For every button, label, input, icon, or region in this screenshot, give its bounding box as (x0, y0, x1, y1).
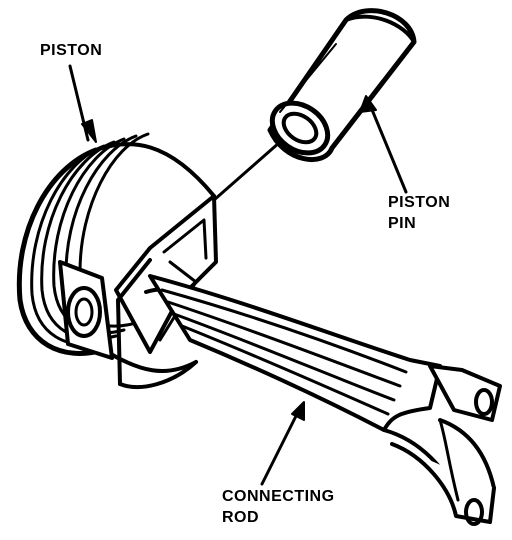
piston (16, 132, 218, 389)
piston-pin-label-line2: PIN (388, 215, 417, 232)
leader-arrows (68, 64, 408, 486)
piston-label-text: PISTON (40, 42, 103, 59)
pin-alignment-line (212, 140, 282, 202)
rod-leader-arrow (260, 406, 302, 486)
piston-label: PISTON (40, 40, 102, 61)
piston-pin-label-line1: PISTON (388, 194, 451, 211)
connecting-rod (144, 274, 502, 526)
big-end-bolt-hole-upper (474, 388, 494, 416)
piston-pin-leader-arrow (366, 98, 408, 194)
connecting-rod-label: CONNECTING ROD (222, 486, 335, 528)
piston-pin (267, 8, 417, 163)
piston-pin-label: PISTON PIN (388, 192, 450, 234)
connecting-rod-label-line2: ROD (222, 509, 260, 526)
big-end-bolt-hole-lower (464, 498, 484, 526)
rod-beam (148, 274, 442, 432)
connecting-rod-label-line1: CONNECTING (222, 488, 335, 505)
